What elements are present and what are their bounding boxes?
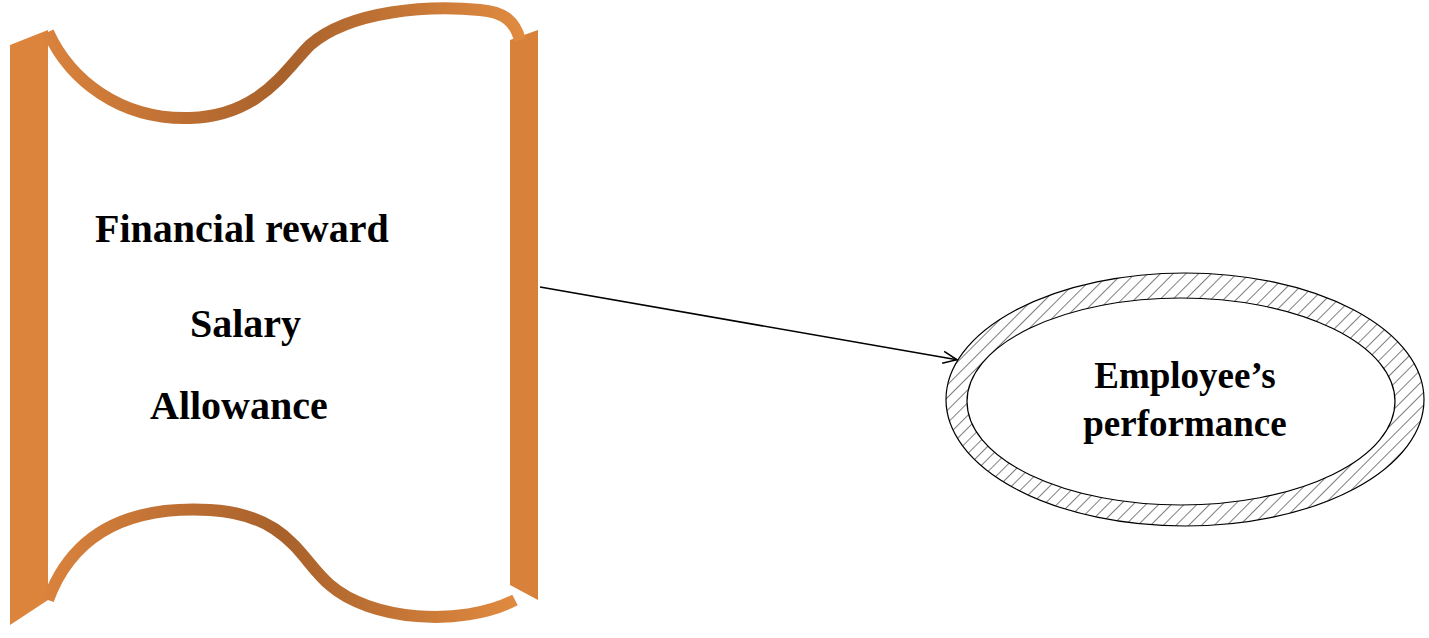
ellipse-node: Employee’s performance [945, 272, 1425, 527]
node-item: Salary [190, 300, 301, 347]
text-wrap: Employee’s performance [945, 272, 1425, 527]
arrow-connector [540, 287, 957, 360]
scroll-right-band [510, 30, 538, 600]
scroll-bottom-curl [48, 510, 515, 617]
hatched-ellipse [945, 272, 1425, 527]
scroll-left-band [10, 30, 48, 625]
node-label: Employee’s performance [1060, 352, 1310, 448]
ellipse-outer [946, 273, 1424, 526]
scroll-top-curl [48, 8, 520, 118]
node-heading: Financial reward [95, 205, 389, 252]
ellipse-inner [967, 298, 1395, 505]
node-item: Allowance [150, 382, 328, 429]
scroll-node: Financial rewardSalaryAllowance [10, 0, 540, 638]
